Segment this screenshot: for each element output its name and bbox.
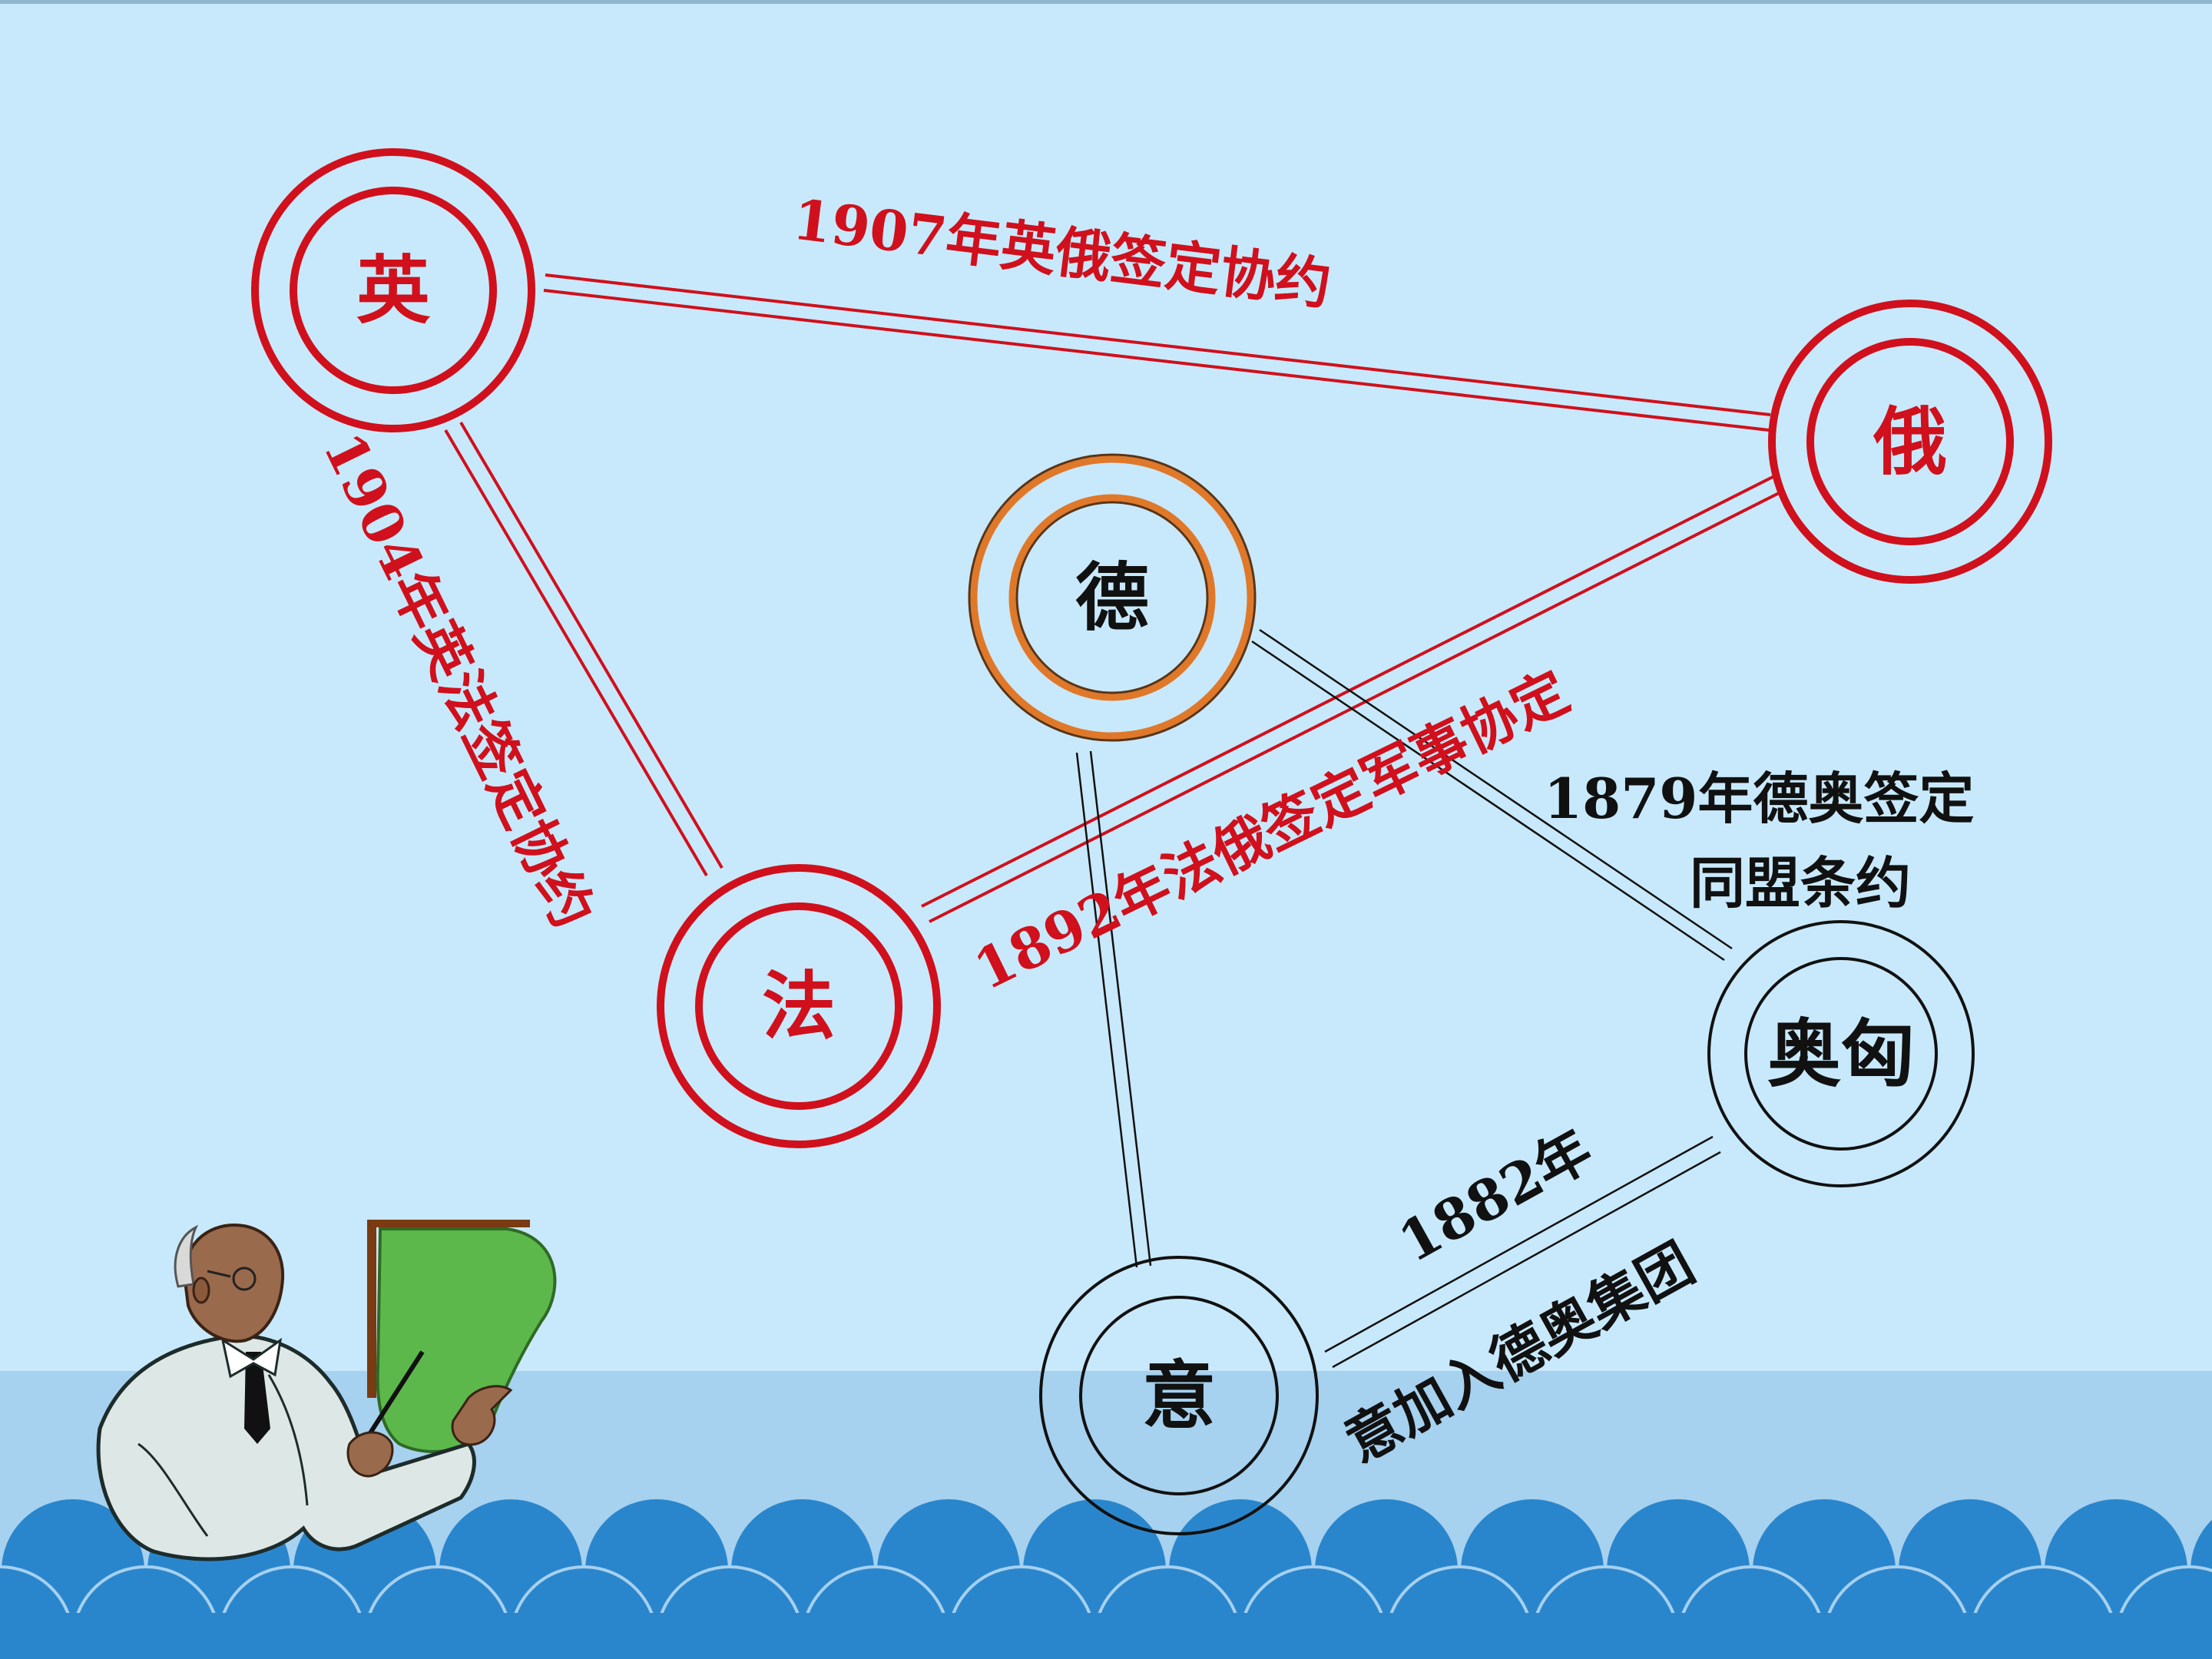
node-label-france: 法 bbox=[762, 963, 836, 1050]
label-germany-austria-line2: 同盟条约 bbox=[1690, 850, 1911, 916]
node-austria: 奥匈 bbox=[1707, 920, 1975, 1187]
node-label-germany: 德 bbox=[1075, 555, 1149, 641]
node-russia: 俄 bbox=[1768, 300, 2052, 584]
edge-france-russia bbox=[921, 475, 1783, 923]
label-italy-austria-line1: 1882年 bbox=[1388, 1116, 1602, 1274]
edge-italy-austria bbox=[1324, 1135, 1721, 1369]
node-label-italy: 意 bbox=[1142, 1353, 1216, 1439]
label-britain-russia: 1907年英俄签定协约 bbox=[790, 187, 1335, 317]
edge-britain-france bbox=[444, 421, 724, 877]
label-france-russia: 1892年法俄签定军事协定 bbox=[964, 658, 1578, 1002]
node-italy: 意 bbox=[1039, 1256, 1319, 1535]
node-france: 法 bbox=[657, 864, 941, 1148]
teacher-with-pointer-icon bbox=[96, 1220, 557, 1561]
edge-germany-austria bbox=[1251, 628, 1733, 962]
node-germany: 德 bbox=[968, 453, 1257, 742]
label-germany-austria-line1: 1879年德奥签定 bbox=[1544, 766, 1974, 831]
node-label-russia: 俄 bbox=[1873, 399, 1947, 485]
edge-britain-russia bbox=[543, 273, 1771, 432]
label-britain-france: 1904年英法签定协约 bbox=[311, 422, 607, 937]
node-label-austria: 奥匈 bbox=[1767, 1011, 1915, 1098]
node-britain: 英 bbox=[251, 148, 535, 432]
node-label-britain: 英 bbox=[356, 247, 431, 334]
sea-background bbox=[0, 1371, 2212, 1659]
edge-germany-italy bbox=[1075, 750, 1152, 1268]
top-strip bbox=[0, 0, 2212, 4]
